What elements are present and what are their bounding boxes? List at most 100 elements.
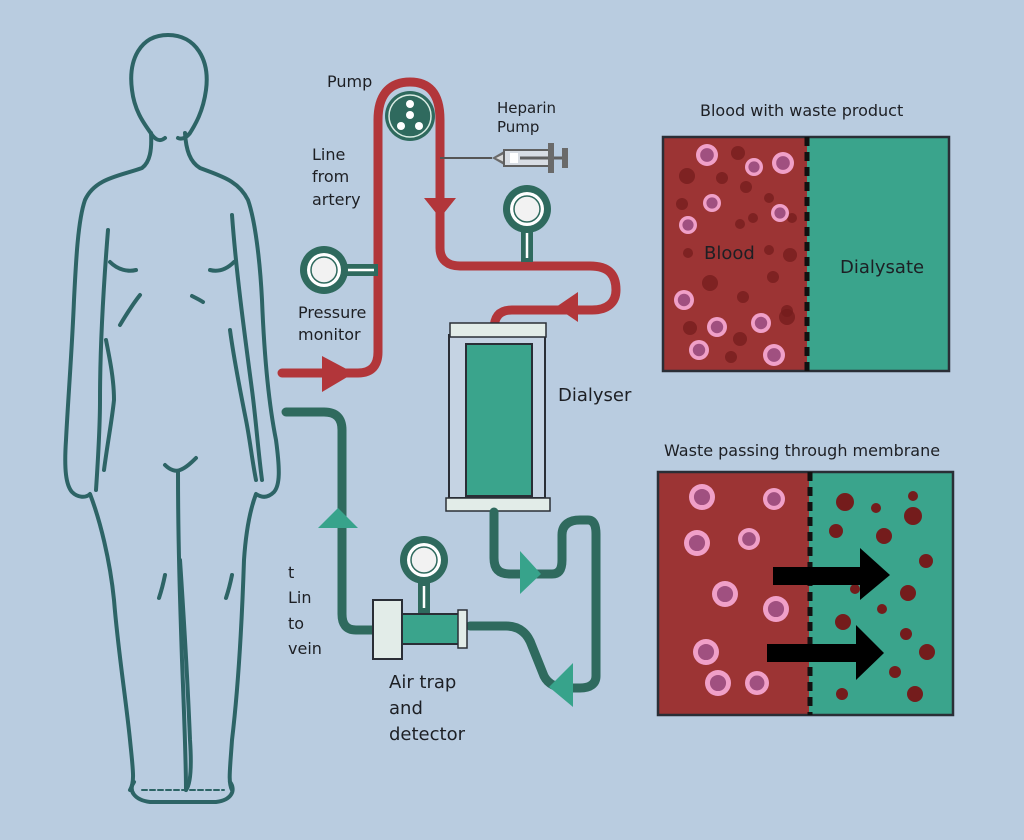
- red-blood-cell-icon: [763, 596, 789, 622]
- waste-particle: [850, 584, 860, 594]
- waste-particle: [919, 554, 933, 568]
- waste-particle: [877, 604, 887, 614]
- body-knee-left: [157, 573, 167, 600]
- red-blood-cell-icon: [674, 290, 694, 310]
- red-blood-cell-icon: [738, 528, 760, 550]
- body-waist-right: [190, 294, 205, 304]
- air-trap-label: Air trap and detector: [389, 672, 465, 746]
- pump-roller-icon: [397, 122, 405, 130]
- arterial-arrow-down: [424, 198, 456, 218]
- arterial-line-path: [277, 77, 621, 378]
- venous-line-path: [465, 507, 601, 693]
- waste-particle: [787, 213, 797, 223]
- body-head: [129, 33, 170, 143]
- dialyser-label: Dialyser: [558, 385, 632, 406]
- pressure-gauge-top[interactable]: [503, 185, 551, 262]
- waste-particle: [871, 503, 881, 513]
- waste-particle: [725, 351, 737, 363]
- dialyser-bottom-cap: [445, 497, 551, 512]
- red-blood-cell-icon: [763, 488, 785, 510]
- waste-particle: [904, 507, 922, 525]
- pressure-monitor-label: Pressure monitor: [298, 303, 367, 345]
- waste-particle: [764, 193, 774, 203]
- dialyser[interactable]: [445, 322, 551, 512]
- waste-particle: [716, 172, 728, 184]
- waste-particle: [836, 493, 854, 511]
- body-right-inner-arm: [230, 213, 264, 482]
- waste-particle: [835, 614, 851, 630]
- waste-particle: [889, 666, 901, 678]
- waste-particle: [748, 213, 758, 223]
- red-blood-cell-icon: [689, 484, 715, 510]
- red-blood-cell-icon: [689, 340, 709, 360]
- body-left-inner-arm: [94, 228, 110, 492]
- waste-particle: [733, 332, 747, 346]
- body-waist-left: [118, 293, 142, 327]
- blood-pump[interactable]: [385, 91, 435, 141]
- panel-bottom-title: Waste passing through membrane: [664, 441, 941, 460]
- body-chest-left: [108, 260, 138, 273]
- blood-label: Blood: [704, 243, 755, 264]
- body-crotch: [163, 456, 198, 473]
- body-left-inner-leg: [176, 470, 188, 792]
- waste-particle: [876, 528, 892, 544]
- red-blood-cell-icon: [703, 194, 721, 212]
- waste-particle: [907, 686, 923, 702]
- waste-particle: [737, 291, 749, 303]
- heparin-pump-label: Heparin Pump: [497, 99, 557, 136]
- arterial-arrow-left: [556, 292, 578, 322]
- red-blood-cell-icon: [712, 581, 738, 607]
- dialyser-top-cap: [449, 322, 547, 338]
- red-blood-cell-icon: [771, 204, 789, 222]
- waste-particle: [683, 248, 693, 258]
- venous-arrow-left: [549, 663, 573, 707]
- human-body-outline: [63, 33, 281, 804]
- dialysate-region: [809, 472, 953, 715]
- waste-particle: [676, 198, 688, 210]
- red-blood-cell-icon: [705, 670, 731, 696]
- waste-particle: [702, 275, 718, 291]
- body-knee-right: [224, 573, 234, 600]
- red-blood-cell-icon: [751, 313, 771, 333]
- waste-particle: [779, 309, 795, 325]
- line-from-artery-label: Line from artery: [312, 145, 361, 209]
- waste-particle: [829, 524, 843, 538]
- waste-particle: [683, 321, 697, 335]
- red-blood-cell-icon: [707, 317, 727, 337]
- pressure-monitor-gauge-left[interactable]: [300, 246, 378, 294]
- red-blood-cell-icon: [679, 216, 697, 234]
- waste-particle: [900, 628, 912, 640]
- dialysate-label: Dialysate: [840, 257, 925, 278]
- panel-top-title: Blood with waste product: [700, 101, 904, 120]
- waste-particle: [731, 146, 745, 160]
- diffusion-arrow-icon: [773, 548, 890, 600]
- red-blood-cell-icon: [763, 344, 785, 366]
- waste-particle: [740, 181, 752, 193]
- pump-roller-icon: [406, 100, 414, 108]
- body-right-inner-leg: [178, 558, 193, 792]
- waste-particle: [908, 491, 918, 501]
- pump-roller-icon: [406, 111, 414, 119]
- body-hip-right: [228, 328, 258, 482]
- red-blood-cell-icon: [693, 639, 719, 665]
- heparin-syringe-icon[interactable]: [440, 143, 568, 173]
- line-to-vein-label: t Lin to vein: [288, 563, 322, 658]
- pump-roller-icon: [415, 122, 423, 130]
- waste-particle: [679, 168, 695, 184]
- red-blood-cell-icon: [684, 530, 710, 556]
- body-right-outline: [183, 131, 281, 792]
- venous-arrow-right: [520, 551, 541, 594]
- waste-particle: [764, 245, 774, 255]
- arterial-blood-line: [277, 77, 621, 378]
- body-head-right: [166, 33, 209, 141]
- panel-blood-with-waste: [661, 135, 951, 373]
- air-trap-detector[interactable]: [372, 536, 468, 660]
- panel-waste-passing: [656, 470, 955, 717]
- waste-particle: [919, 644, 935, 660]
- red-blood-cell-icon: [745, 671, 769, 695]
- waste-particle: [783, 248, 797, 262]
- venous-arrow-up: [318, 508, 358, 528]
- red-blood-cell-icon: [745, 158, 763, 176]
- arterial-arrow-right: [322, 356, 354, 392]
- body-hip-left: [102, 338, 116, 472]
